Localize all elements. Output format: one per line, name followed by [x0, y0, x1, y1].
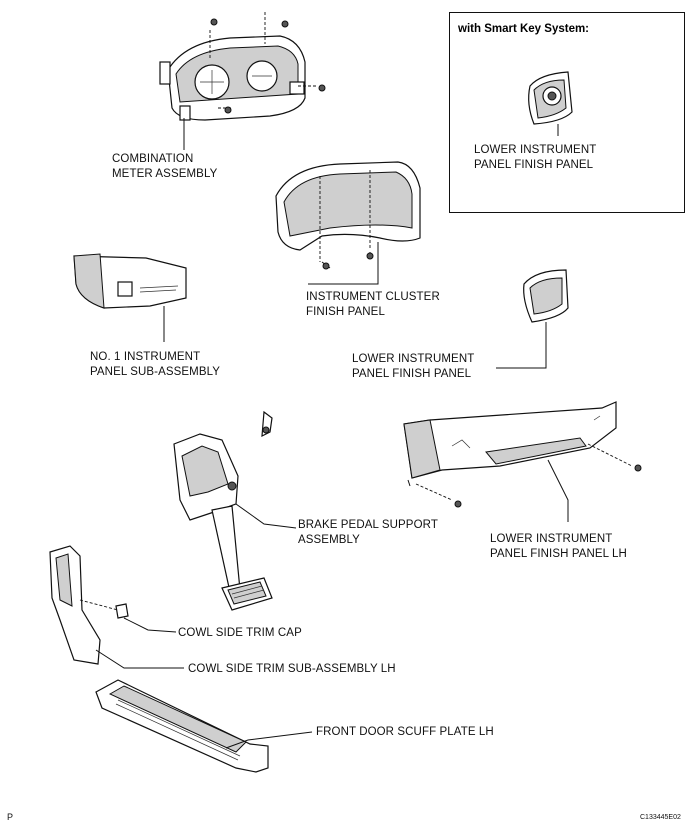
- label-cowl-side-trim-lh-line1: COWL SIDE TRIM SUB-ASSEMBLY LH: [188, 663, 396, 675]
- footer-left-mark: P: [7, 812, 14, 822]
- smart-key-inset-box: with Smart Key System: LOWER INSTRUMENT …: [449, 12, 685, 213]
- label-lower-finish-panel: LOWER INSTRUMENT PANEL FINISH PANEL: [352, 352, 474, 382]
- inset-label-line2: PANEL FINISH PANEL: [474, 159, 594, 171]
- label-cowl-side-trim-lh: COWL SIDE TRIM SUB-ASSEMBLY LH: [188, 662, 396, 677]
- no1-instrument-panel-illustration: [73, 253, 187, 342]
- label-brake-pedal-support-line1: BRAKE PEDAL SUPPORT: [298, 519, 438, 531]
- cowl-side-trim-illustration: [49, 545, 184, 669]
- label-front-door-scuff-plate: FRONT DOOR SCUFF PLATE LH: [316, 725, 494, 740]
- label-instrument-cluster-finish-panel-line2: FINISH PANEL: [306, 306, 385, 318]
- label-combination-meter-line1: COMBINATION: [112, 153, 194, 165]
- lower-finish-panel-illustration: [496, 269, 569, 369]
- instrument-cluster-finish-panel-illustration: [275, 161, 421, 285]
- label-lower-finish-panel-line1: LOWER INSTRUMENT: [352, 353, 475, 365]
- label-lower-finish-panel-lh-line2: PANEL FINISH PANEL LH: [490, 548, 627, 560]
- label-front-door-scuff-plate-line1: FRONT DOOR SCUFF PLATE LH: [316, 726, 494, 738]
- label-no1-instrument-panel-line2: PANEL SUB-ASSEMBLY: [90, 366, 221, 378]
- scuff-plate-illustration: [95, 679, 313, 773]
- label-no1-instrument-panel-line1: NO. 1 INSTRUMENT: [90, 351, 201, 363]
- label-cowl-side-trim-cap: COWL SIDE TRIM CAP: [178, 626, 302, 641]
- combination-meter-illustration: [159, 12, 326, 150]
- inset-title: with Smart Key System:: [458, 23, 590, 35]
- brake-pedal-illustration: [173, 410, 297, 611]
- inset-label: LOWER INSTRUMENT PANEL FINISH PANEL: [474, 143, 596, 173]
- label-lower-finish-panel-lh-line1: LOWER INSTRUMENT: [490, 533, 613, 545]
- label-brake-pedal-support: BRAKE PEDAL SUPPORT ASSEMBLY: [298, 518, 438, 548]
- label-combination-meter-line2: METER ASSEMBLY: [112, 168, 218, 180]
- label-combination-meter: COMBINATION METER ASSEMBLY: [112, 152, 217, 182]
- label-lower-finish-panel-line2: PANEL FINISH PANEL: [352, 368, 472, 380]
- inset-finish-panel-illustration: [528, 71, 573, 136]
- inset-label-line1: LOWER INSTRUMENT: [474, 144, 597, 156]
- label-lower-finish-panel-lh: LOWER INSTRUMENT PANEL FINISH PANEL LH: [490, 532, 627, 562]
- label-cowl-side-trim-cap-line1: COWL SIDE TRIM CAP: [178, 627, 302, 639]
- figure-code: C133445E02: [640, 814, 681, 821]
- label-brake-pedal-support-line2: ASSEMBLY: [298, 534, 360, 546]
- label-instrument-cluster-finish-panel: INSTRUMENT CLUSTER FINISH PANEL: [306, 290, 440, 320]
- lower-finish-panel-lh-illustration: [403, 401, 642, 522]
- label-instrument-cluster-finish-panel-line1: INSTRUMENT CLUSTER: [306, 291, 440, 303]
- label-no1-instrument-panel: NO. 1 INSTRUMENT PANEL SUB-ASSEMBLY: [90, 350, 220, 380]
